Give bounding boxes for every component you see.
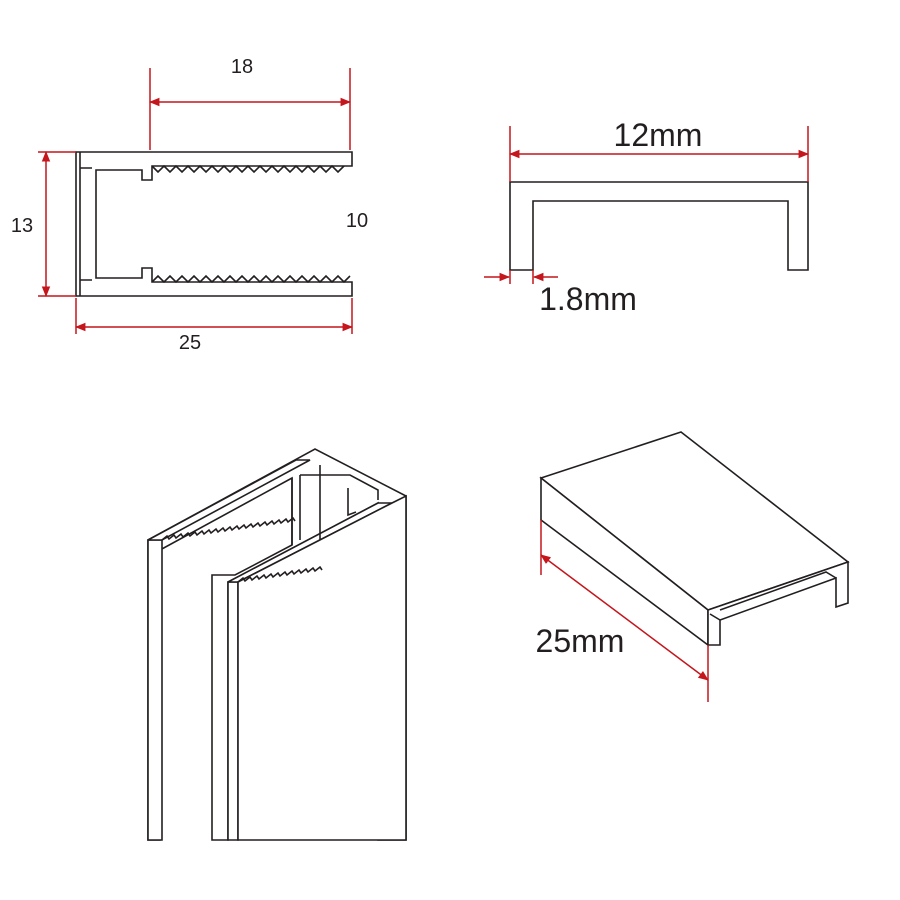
cross-section-view: 18 13 10 25 <box>11 56 368 354</box>
end-cap-section-view: 12mm 1.8mm <box>484 117 810 317</box>
dimension-13: 13 <box>11 150 76 298</box>
dimension-25-label: 25 <box>179 332 201 354</box>
channel-3d-view <box>147 448 407 841</box>
left-flange-top <box>147 459 311 541</box>
dimension-13-label: 13 <box>11 215 33 237</box>
dimension-1-8mm: 1.8mm <box>484 270 637 317</box>
channel-side-face <box>237 494 407 841</box>
end-cap-profile <box>509 181 809 271</box>
upper-teeth-3d <box>161 516 296 541</box>
end-cap-3d-view: 25mm <box>536 431 850 702</box>
dimension-18: 18 <box>148 56 352 150</box>
channel-inner-slot <box>291 465 379 545</box>
upper-grip-teeth <box>151 164 345 174</box>
dimension-12mm-label: 12mm <box>614 117 703 153</box>
lower-grip-teeth <box>151 274 351 284</box>
dimension-25mm: 25mm <box>536 520 709 702</box>
dimension-25mm-label: 25mm <box>536 623 625 659</box>
front-plate <box>227 581 239 841</box>
dimension-12mm: 12mm <box>508 117 810 182</box>
lower-teeth-3d <box>237 565 323 583</box>
dimension-25: 25 <box>74 298 354 354</box>
end-cap-inner-edge <box>709 571 837 621</box>
channel-profile <box>75 151 353 297</box>
channel-inner-web <box>79 152 92 296</box>
dimension-1-8mm-label: 1.8mm <box>539 281 637 317</box>
left-flange <box>147 539 163 841</box>
dimension-10-label: 10 <box>346 210 368 232</box>
dimension-18-label: 18 <box>231 56 253 78</box>
